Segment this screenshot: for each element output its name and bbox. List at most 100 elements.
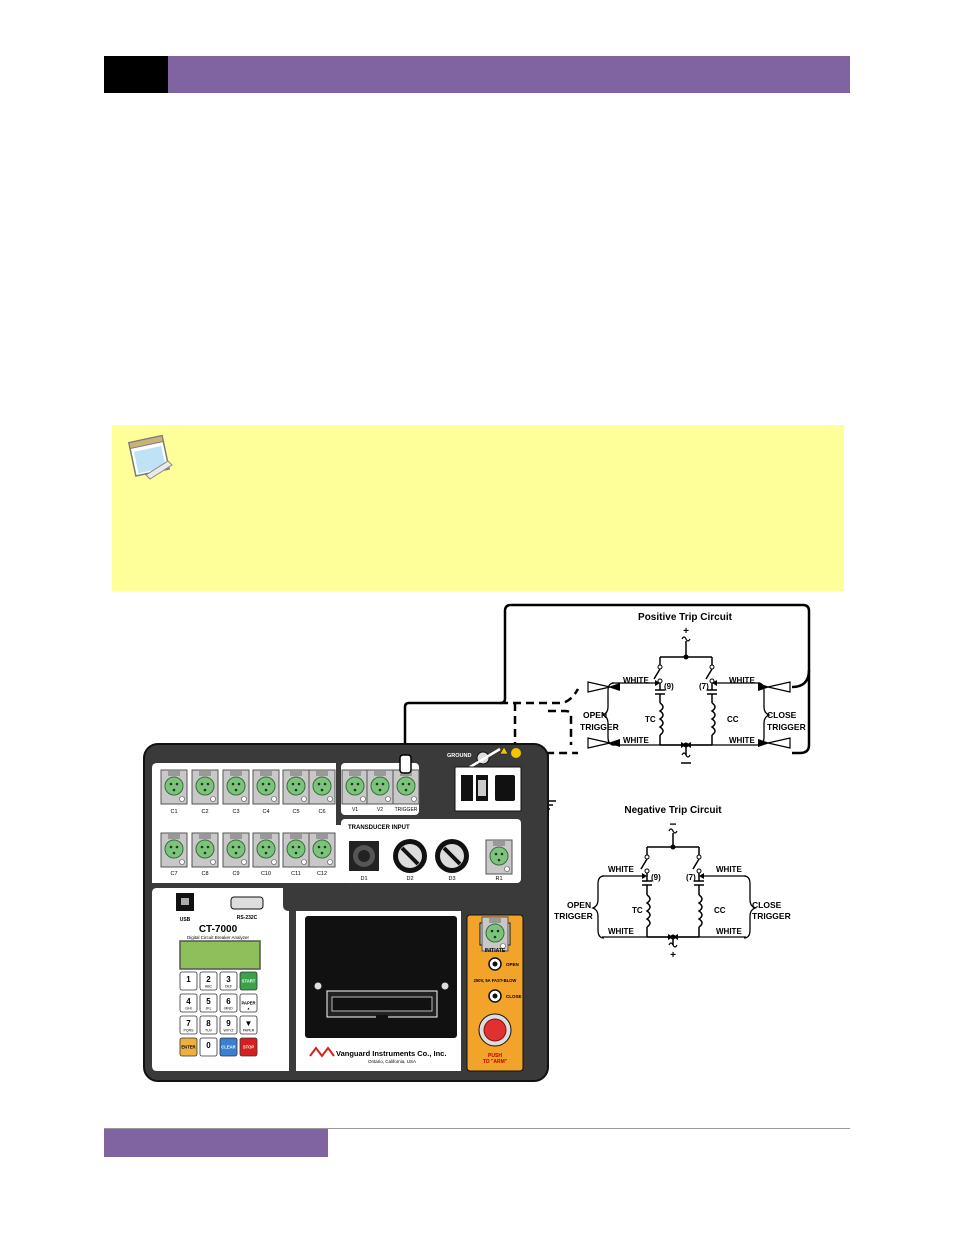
keypad-key-label: 7 [186,1019,191,1028]
arm-push-button[interactable] [483,1018,507,1042]
open-fuse-label: OPEN [506,962,519,967]
keypad-key-sublabel: WXYZ [223,1029,234,1033]
keypad-key[interactable]: ▼PAPER [239,1015,258,1035]
transducer-title: TRANSDUCER INPUT [348,825,410,831]
pos-white-bottom-right: WHITE [729,736,755,745]
company-name: Vanguard Instruments Co., Inc. [336,1049,446,1058]
keypad-key-label: 0 [206,1041,211,1050]
keypad-key[interactable]: STOP [239,1037,258,1057]
label-c7: C7 [170,871,177,877]
keypad-key-label: 4 [186,997,191,1006]
rs232-label: RS-232C [237,915,258,921]
keypad-key-sublabel: TUV [205,1029,213,1033]
label-c1: C1 [170,809,177,815]
model-label: CT-7000 [199,924,238,935]
label-d3: D3 [448,876,455,882]
keypad-key[interactable]: CLEAR [219,1037,238,1057]
pos-contact-9: (9) [664,682,674,691]
label-c10: C10 [261,871,271,877]
trip-circuit-connection-diagram: Positive Trip Circuit + WHITE WHITE WHIT… [143,603,811,1082]
keypad-key-sublabel: PAPER [243,1029,255,1033]
label-v1: V1 [352,807,358,813]
ground-label: GROUND [447,753,471,759]
label-d2: D2 [406,876,413,882]
label-c12: C12 [317,871,327,877]
pos-close-label: CLOSE [767,710,797,720]
keypad-key-label: 8 [206,1019,211,1028]
neg-close-trigger-label: TRIGGER [752,911,791,921]
label-c2: C2 [201,809,208,815]
keypad-key-label: 5 [206,997,211,1006]
pos-white-bottom-left: WHITE [623,736,649,745]
keypad-key-label: PAPER [241,1001,255,1006]
neg-contact-9: (9) [651,873,661,882]
keypad-key-label: 6 [226,997,231,1006]
keypad-key[interactable]: 0 [199,1037,218,1057]
keypad-key[interactable]: START [239,971,258,991]
label-r1: R1 [495,876,502,882]
negative-trip-title: Negative Trip Circuit [624,805,722,816]
note-box [112,425,844,591]
keypad-key[interactable]: 1 [179,971,198,991]
keypad-key-label: START [242,979,256,984]
keypad-key-label: 9 [226,1019,231,1028]
keypad-key-sublabel: GHI [185,1007,191,1011]
label-c6: C6 [318,809,325,815]
keypad-key[interactable]: ENTER [179,1037,198,1057]
notepad-icon [127,434,173,480]
fuse-rating-label: 250V, 5A FAST-BLOW [474,978,517,983]
pos-open-trigger-label: TRIGGER [580,722,619,732]
pos-coil-tc: TC [645,715,656,724]
pos-white-top-left: WHITE [623,676,649,685]
neg-white-top-right: WHITE [716,865,742,874]
keypad-key-label: CLEAR [221,1045,235,1050]
neg-white-top-left: WHITE [608,865,634,874]
keypad-key-label: ENTER [181,1045,195,1050]
model-sub-label: Digital Circuit Breaker Analyzer [187,935,250,940]
label-c8: C8 [201,871,208,877]
pos-coil-cc: CC [727,715,739,724]
label-d1: D1 [360,876,367,882]
keypad-key-label: STOP [243,1045,255,1050]
arm-label: TO "ARM" [483,1059,508,1065]
positive-plus-label: + [683,626,689,637]
close-fuse-label: CLOSE [506,994,522,999]
keypad-key-label: 2 [206,975,211,984]
neg-close-label: CLOSE [752,900,782,910]
neg-white-bottom-right: WHITE [716,927,742,936]
neg-coil-cc: CC [714,906,726,915]
keypad-key-label: 3 [226,975,231,984]
keypad-key-sublabel: DEF [225,985,232,989]
push-label: PUSH [488,1053,502,1059]
header-black-block [104,56,168,93]
pos-close-trigger-label: TRIGGER [767,722,806,732]
neg-coil-tc: TC [632,906,643,915]
keypad-key-sublabel: MNO [224,1007,232,1011]
label-c5: C5 [292,809,299,815]
footer-rule [104,1128,850,1129]
keypad-key[interactable]: PAPER▲ [239,993,258,1013]
ct7000-front-panel: C1 C2 C3 C4 C5 C6 C7 C8 C9 C10 C11 C12 V… [143,743,549,1082]
pos-white-top-right: WHITE [729,676,755,685]
negative-minus-label: − [669,817,676,831]
company-location: Ontario, California, USA [368,1059,416,1064]
thermal-printer [305,916,457,1038]
neg-contact-7: (7) [686,873,696,882]
label-c11: C11 [291,871,301,877]
neg-white-bottom-left: WHITE [608,927,634,936]
label-v2: V2 [377,807,383,813]
neg-open-label: OPEN [567,900,591,910]
pos-contact-7: (7) [699,682,709,691]
keypad-key-sublabel: JKL [205,1007,211,1011]
keypad-key-sublabel: PQRS [184,1029,195,1033]
keypad-key-sublabel: ABC [205,985,213,989]
